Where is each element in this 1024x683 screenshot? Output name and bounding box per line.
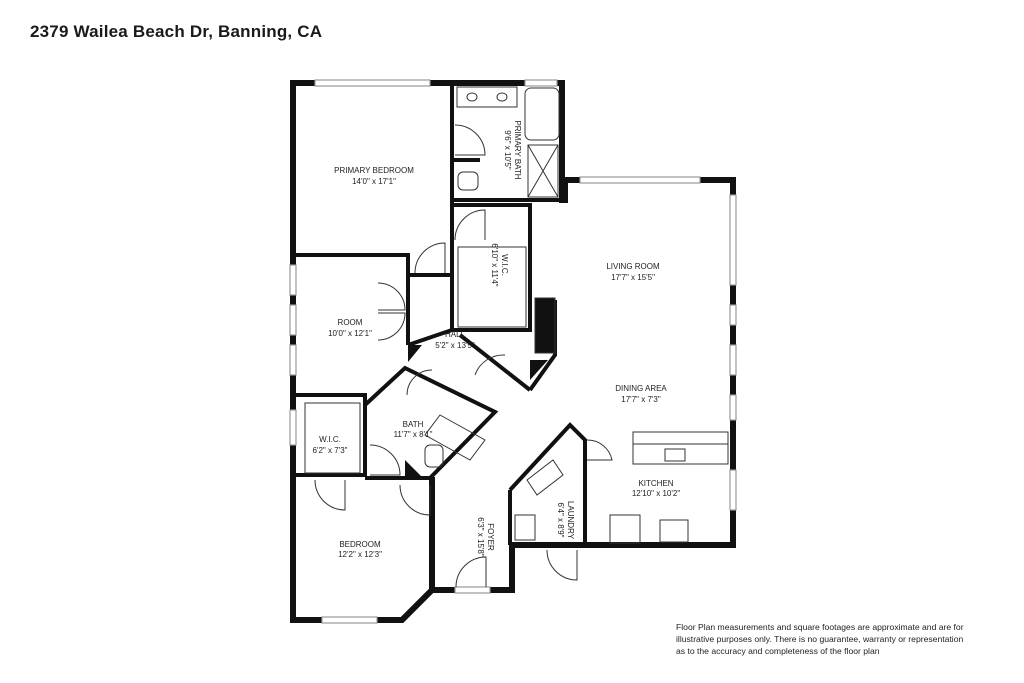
label-primary-bath: PRIMARY BATH (513, 120, 522, 179)
wall-hall-diag (407, 328, 453, 347)
laundry-sink-icon (514, 514, 536, 541)
door-bedroom (399, 484, 431, 516)
interior-walls (293, 83, 587, 545)
disclaimer-line-1: Floor Plan measurements and square foota… (676, 622, 964, 632)
window-primary-bedroom (314, 79, 431, 87)
closet-shelf (457, 246, 527, 328)
dim-dining-area: 17'7" x 7'3" (621, 395, 661, 404)
window-dining-east (729, 344, 737, 376)
label-dining-area: DINING AREA (615, 384, 667, 393)
window-living-east-2 (729, 304, 737, 326)
door-bath-2 (406, 369, 433, 396)
fireplace-icon (534, 297, 556, 354)
window-primary-bath (524, 79, 558, 87)
range-icon (659, 519, 689, 543)
door-primary-bath (454, 124, 486, 156)
bathtub-icon (524, 87, 560, 141)
dim-bedroom: 12'2" x 12'3" (338, 550, 382, 559)
label-bedroom: BEDROOM (339, 540, 381, 549)
dim-foyer: 6'3" x 15'8" (476, 517, 485, 557)
windows (289, 79, 737, 624)
window-dining-east-2 (729, 394, 737, 421)
disclaimer-line-3: as to the accuracy and completeness of t… (676, 646, 880, 656)
wall-wic (450, 83, 532, 332)
address-title: 2379 Wailea Beach Dr, Banning, CA (30, 22, 323, 41)
dim-bath: 11'7" x 8'1" (394, 430, 433, 439)
door-laundry (546, 549, 578, 581)
disclaimer: Floor Plan measurements and square foota… (676, 621, 1016, 657)
double-vanity (456, 86, 518, 108)
doors (314, 124, 613, 588)
window-room-1 (289, 264, 297, 296)
window-living-east (729, 194, 737, 286)
label-room: ROOM (338, 318, 363, 327)
toilet-icon (424, 444, 444, 468)
shower-icon (527, 144, 559, 198)
closet-shelf (304, 402, 361, 474)
dim-hall: 5'2" x 13'5" (435, 341, 475, 350)
door-wic-small (314, 479, 346, 511)
window-kitchen-east (729, 469, 737, 511)
dim-living-room: 17'7" x 15'5" (611, 273, 655, 282)
wic-label-group: W.I.C. 6'10" x 11'4" (490, 243, 509, 286)
door-room-1 (377, 282, 406, 311)
door-foyer-entry (455, 556, 487, 588)
disclaimer-line-2: illustrative purposes only. There is no … (676, 634, 964, 644)
primary-bath-label-group: PRIMARY BATH 9'6" x 10'5" (503, 120, 522, 179)
label-foyer: FOYER (486, 523, 495, 551)
toilet-icon (457, 171, 479, 191)
dim-laundry: 6'4" x 8'9" (556, 503, 565, 538)
fixtures (304, 86, 729, 544)
room-labels: PRIMARY BEDROOM 14'0" x 17'1" PRIMARY BA… (313, 120, 681, 559)
dim-wic-primary: 6'10" x 11'4" (490, 243, 499, 286)
wall-corner (408, 345, 422, 362)
kitchen-island (632, 443, 729, 465)
window-living-top (579, 176, 701, 184)
wall-room-top (293, 253, 410, 345)
door-laundry-kitchen (586, 439, 613, 461)
kitchen-counter (632, 431, 729, 445)
dim-primary-bedroom: 14'0" x 17'1" (352, 177, 396, 186)
label-bath: BATH (403, 420, 424, 429)
bathtub-icon (424, 414, 486, 461)
label-wic-small: W.I.C. (319, 435, 341, 444)
foyer-label-group: FOYER 6'3" x 15'8" (476, 517, 495, 557)
laundry-label-group: LAUNDRY 6'4" x 8'9" (556, 501, 575, 540)
door-primary-bedroom (414, 242, 446, 274)
label-kitchen: KITCHEN (638, 479, 673, 488)
window-room-3 (289, 344, 297, 376)
dim-kitchen: 12'10" x 10'2" (632, 489, 680, 498)
label-laundry: LAUNDRY (566, 501, 575, 540)
door-hall (474, 354, 506, 376)
label-hall: HALL (445, 330, 466, 339)
kitchen-sink-icon (664, 448, 686, 462)
washer-icon (526, 459, 564, 496)
shower-drain-icon (527, 144, 559, 198)
door-room-2 (377, 312, 406, 341)
sink-icon (466, 92, 478, 102)
dim-primary-bath: 9'6" x 10'5" (503, 130, 512, 170)
sink-icon (496, 92, 508, 102)
wall-laundry (508, 422, 587, 545)
wall-corner (530, 360, 548, 380)
wall-corner (405, 460, 425, 480)
wall-bath (363, 365, 499, 480)
label-primary-bedroom: PRIMARY BEDROOM (334, 166, 414, 175)
window-wic (289, 409, 297, 446)
door-bath (369, 444, 401, 476)
window-room-2 (289, 304, 297, 336)
door-wic (454, 209, 486, 241)
wall-east (429, 177, 736, 593)
window-bedroom (321, 616, 378, 624)
window-foyer (454, 586, 491, 594)
label-wic-primary: W.I.C. (500, 254, 509, 276)
wall-hall-diag2 (458, 333, 532, 392)
wall-wic-small (293, 393, 367, 477)
dim-room: 10'0" x 12'1" (328, 329, 372, 338)
label-living-room: LIVING ROOM (606, 262, 660, 271)
dim-wic-small: 6'2" x 7'3" (313, 446, 348, 455)
fridge-icon (609, 514, 641, 544)
